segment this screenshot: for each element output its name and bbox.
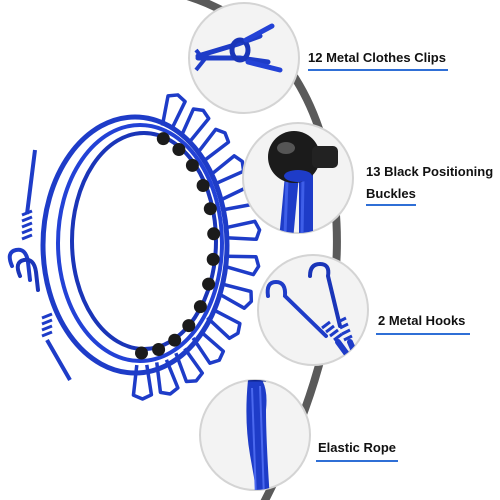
feature-label-rope: Elastic Rope xyxy=(318,437,396,459)
feature-circle-clip xyxy=(188,2,300,114)
label-underline xyxy=(308,69,448,71)
coil-buckle xyxy=(202,277,216,291)
coil-clip xyxy=(155,359,180,396)
coil-buckle xyxy=(182,319,196,333)
feature-label-text: 2 Metal Hooks xyxy=(378,313,466,328)
coil-buckle xyxy=(172,143,186,156)
feature-label-text: 13 Black Positioning xyxy=(366,164,494,179)
elastic-rope-icon xyxy=(246,380,270,490)
feature-label-text: 12 Metal Clothes Clips xyxy=(308,50,446,65)
coil-hook xyxy=(15,257,40,292)
coil-clip xyxy=(209,154,246,186)
feature-circle-rope xyxy=(199,379,311,491)
coil-clip xyxy=(191,330,226,365)
label-underline xyxy=(316,460,398,462)
coil-clip xyxy=(160,93,187,130)
coiled-clothesline xyxy=(7,93,262,401)
rope-end xyxy=(25,149,72,381)
coil-clip xyxy=(224,219,262,242)
coil-buckle xyxy=(206,252,220,266)
feature-label-hooks: 2 Metal Hooks xyxy=(378,310,465,332)
clip-icon xyxy=(194,23,283,73)
label-underline xyxy=(376,333,470,335)
coil-clip xyxy=(195,127,231,162)
feature-label-buckles: 13 Black Positioning Buckles xyxy=(366,161,493,205)
coil-clip xyxy=(217,282,254,310)
coil-clip xyxy=(174,347,205,384)
label-underline xyxy=(366,204,416,206)
coil-buckle xyxy=(152,343,166,356)
coil-buckle xyxy=(168,333,182,347)
coil-clip xyxy=(223,254,261,277)
coil-clip xyxy=(131,364,154,401)
coil-buckle xyxy=(203,202,217,216)
coil-hook xyxy=(7,247,32,282)
feature-circle-hooks xyxy=(257,254,369,366)
coil-buckle xyxy=(207,227,221,241)
coil-buckle xyxy=(196,179,210,192)
coil-buckle xyxy=(135,346,148,360)
feature-label-clips: 12 Metal Clothes Clips xyxy=(308,47,446,69)
coil-buckle xyxy=(185,158,199,172)
buckle-icon xyxy=(268,131,338,233)
coil-buckle xyxy=(193,300,207,314)
feature-circle-buckle xyxy=(242,122,354,234)
rope-coil-middle xyxy=(56,123,224,363)
coil-clip xyxy=(179,107,211,144)
feature-label-text: Buckles xyxy=(366,186,416,201)
coil-clip xyxy=(206,307,242,341)
feature-label-text: Elastic Rope xyxy=(318,440,397,455)
coil-clips xyxy=(131,93,262,401)
coil-buckle xyxy=(156,132,170,146)
